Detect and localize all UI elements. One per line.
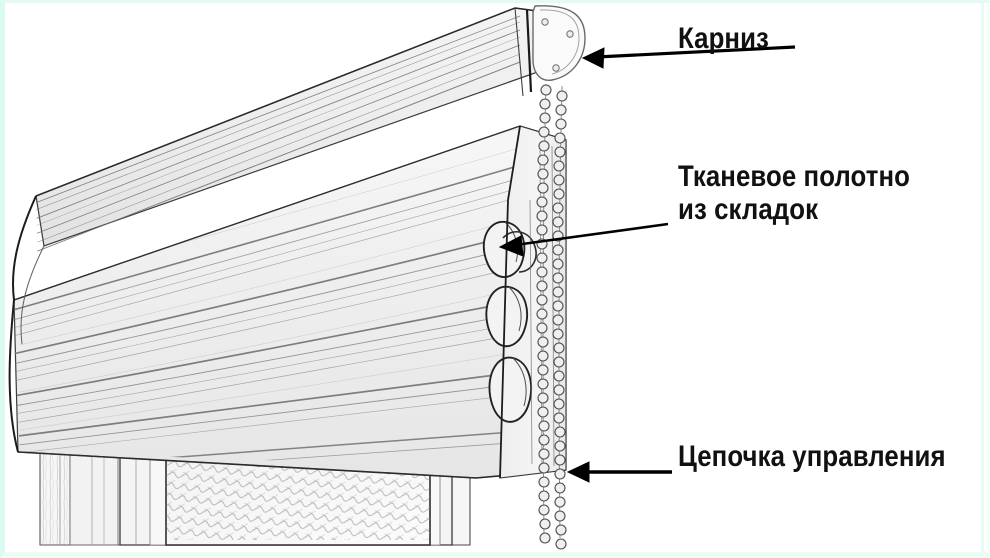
callout-label-chain: Цепочка управления [678, 440, 946, 473]
callout-label-fabric-line1: Тканевое полотно [678, 160, 910, 193]
chain-strand-left [536, 83, 552, 544]
bead-chain [536, 83, 568, 550]
bracket-screws [541, 18, 574, 72]
arrow-left-icon-fabric [498, 222, 669, 257]
arrow-left-icon-cornice [581, 45, 796, 69]
callout-label-fabric-line2: из складок [678, 193, 819, 226]
callout-arrows [498, 45, 796, 483]
callout-label-cornice: Карниз [678, 22, 769, 55]
fold-loops [482, 125, 567, 479]
mounting-bracket [514, 5, 586, 97]
arrow-left-icon-chain [566, 461, 672, 483]
chain-strand-right [552, 85, 568, 550]
